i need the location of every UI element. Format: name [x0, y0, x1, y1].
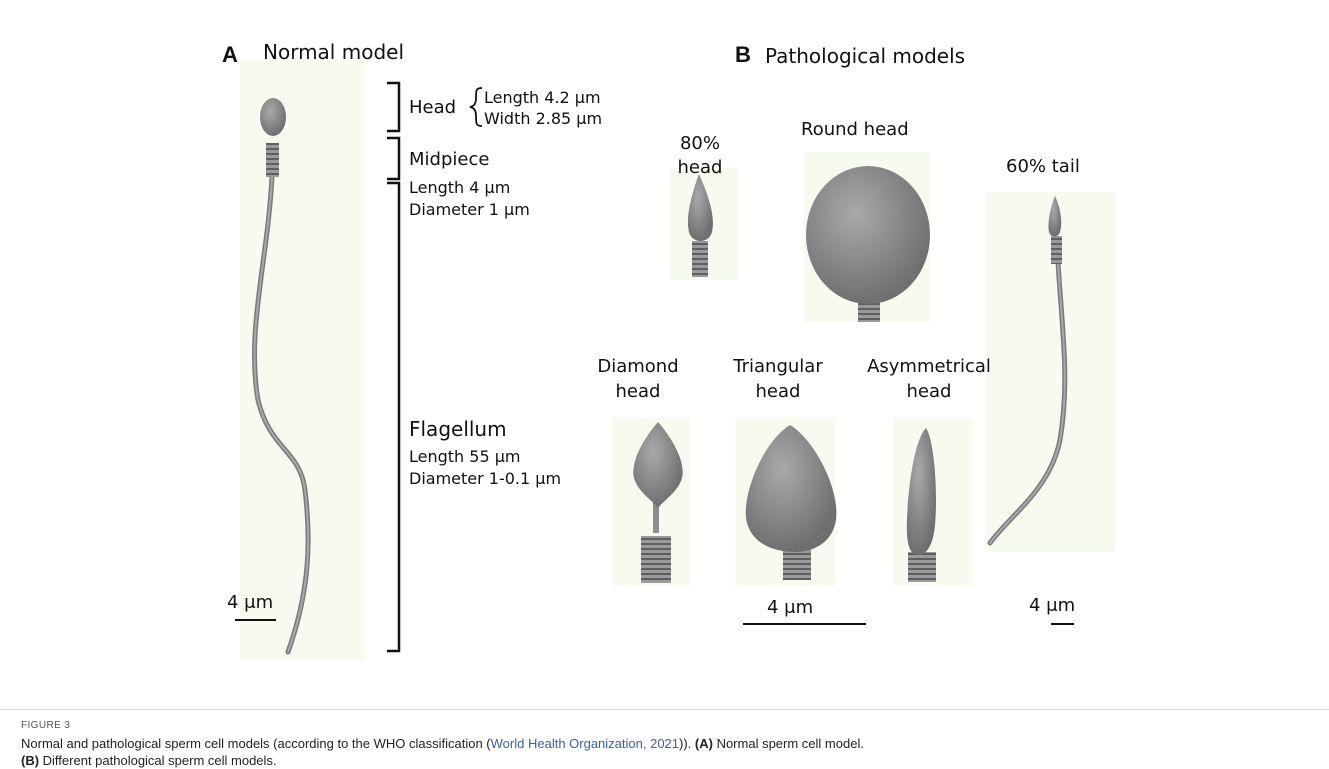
caption-a-text: Normal sperm cell model. — [713, 736, 864, 751]
normal-model-backdrop — [240, 60, 365, 660]
caption-text-1: Normal and pathological sperm cell model… — [21, 736, 491, 751]
caption-divider — [0, 709, 1329, 710]
flagellum-length: Length 55 μm — [409, 446, 520, 468]
head80-label-line2: head — [660, 156, 740, 180]
figure-caption: Normal and pathological sperm cell model… — [21, 735, 1311, 769]
diamond-label-line2: head — [576, 380, 700, 404]
panel-a-letter: A — [222, 42, 238, 68]
figure-tag: FIGURE 3 — [21, 720, 70, 731]
head-curly-brace — [470, 88, 482, 126]
dimension-brackets — [387, 83, 399, 651]
panel-b-letter: B — [735, 42, 751, 68]
head80-label-line1: 80% — [660, 132, 740, 156]
head-label: Head — [409, 96, 456, 120]
round-head — [806, 166, 930, 304]
scale-label-b-heads: 4 μm — [767, 597, 813, 618]
midpiece-diameter: Diameter 1 μm — [409, 199, 530, 221]
diamond-label-line1: Diamond — [576, 355, 700, 379]
normal-midpiece — [266, 143, 279, 177]
caption-a-ref: (A) — [695, 736, 713, 751]
asym-label-line2: head — [850, 380, 1008, 404]
triangular-label-line1: Triangular — [712, 355, 844, 379]
panel-b-title: Pathological models — [765, 44, 965, 68]
caption-text-2: )). — [679, 736, 695, 751]
panel-a-title: Normal model — [263, 40, 404, 64]
flagellum-diameter: Diameter 1-0.1 μm — [409, 468, 561, 490]
triangular-label-line2: head — [712, 380, 844, 404]
head-width: Width 2.85 μm — [484, 108, 602, 130]
scale-label-b-tail: 4 μm — [1029, 595, 1075, 616]
midpiece-label: Midpiece — [409, 148, 489, 172]
caption-b-ref: (B) — [21, 753, 39, 768]
caption-citation-link[interactable]: World Health Organization, 2021 — [491, 736, 679, 751]
midpiece-length: Length 4 μm — [409, 177, 510, 199]
flagellum-label: Flagellum — [409, 417, 507, 441]
tail60-label: 60% tail — [1006, 155, 1080, 179]
round-head-label: Round head — [801, 118, 909, 142]
normal-head — [260, 98, 286, 136]
scale-label-a: 4 μm — [227, 592, 273, 613]
asym-label-line1: Asymmetrical — [850, 355, 1008, 379]
head-length: Length 4.2 μm — [484, 87, 601, 109]
caption-b-text: Different pathological sperm cell models… — [39, 753, 277, 768]
